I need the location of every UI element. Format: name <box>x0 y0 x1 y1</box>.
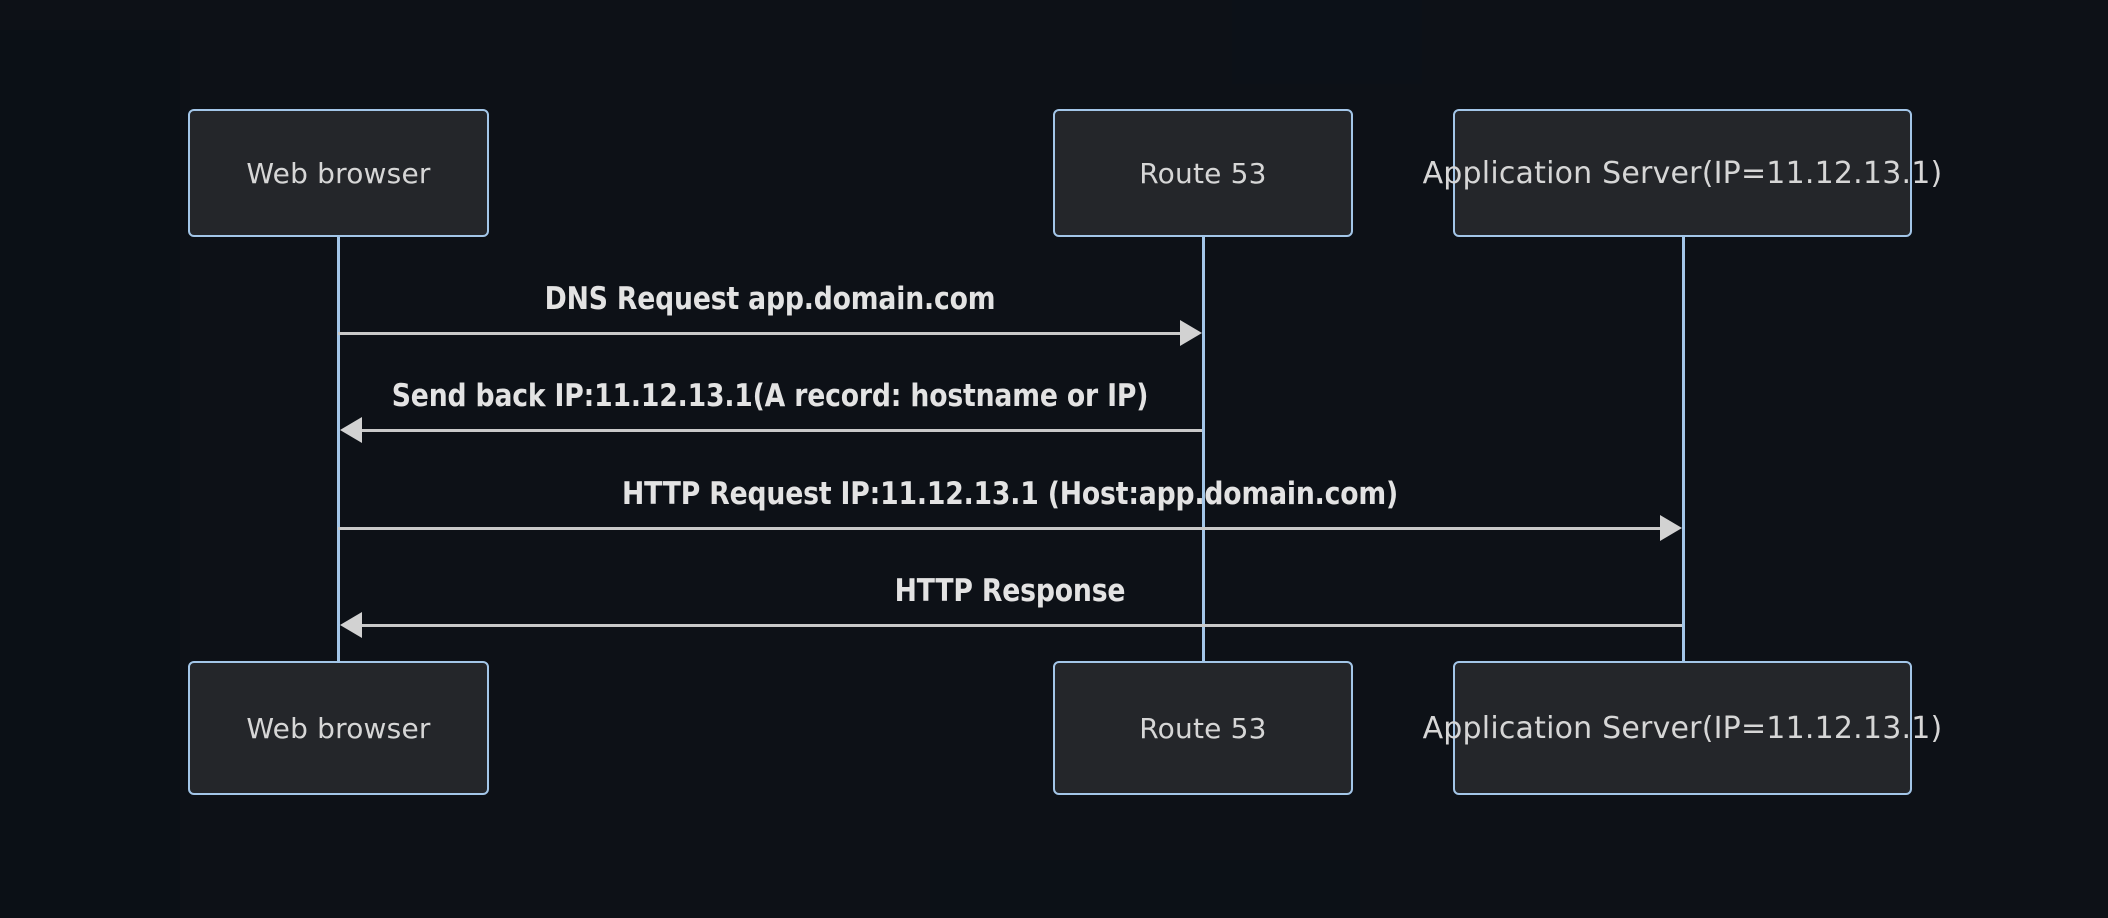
background-panel-left <box>0 30 180 918</box>
participant-box-route53-top[interactable]: Route 53 <box>1053 109 1353 237</box>
message-label-2: Send back IP:11.12.13.1(A record: hostna… <box>391 378 1149 414</box>
message-line-3 <box>338 527 1660 530</box>
message-label-1: DNS Request app.domain.com <box>544 281 996 317</box>
participant-label-appserver-top: Application Server(IP=11.12.13.1) <box>1422 155 1943 191</box>
message-label-3: HTTP Request IP:11.12.13.1 (Host:app.dom… <box>621 476 1399 512</box>
message-arrowhead-1 <box>1180 320 1202 346</box>
lifeline-appserver <box>1682 237 1685 662</box>
participant-box-browser-bottom[interactable]: Web browser <box>188 661 489 795</box>
message-arrowhead-3 <box>1660 515 1682 541</box>
participant-label-appserver-bottom: Application Server(IP=11.12.13.1) <box>1422 710 1943 746</box>
participant-box-appserver-top[interactable]: Application Server(IP=11.12.13.1) <box>1423 109 1942 237</box>
message-label-4: HTTP Response <box>894 573 1126 609</box>
lifeline-browser <box>337 237 340 662</box>
message-line-1 <box>338 332 1180 335</box>
participant-label-browser-bottom: Web browser <box>246 711 431 745</box>
background-panel-bottom <box>930 860 1360 918</box>
message-line-2 <box>360 429 1202 432</box>
lifeline-route53 <box>1202 237 1205 662</box>
participant-box-browser-top[interactable]: Web browser <box>188 109 489 237</box>
participant-box-route53-bottom[interactable]: Route 53 <box>1053 661 1353 795</box>
message-line-4 <box>360 624 1682 627</box>
message-arrowhead-4 <box>340 612 362 638</box>
participant-box-appserver-bottom[interactable]: Application Server(IP=11.12.13.1) <box>1423 661 1942 795</box>
participant-label-route53-top: Route 53 <box>1139 156 1267 190</box>
participant-label-route53-bottom: Route 53 <box>1139 711 1267 745</box>
participant-label-browser-top: Web browser <box>246 156 431 190</box>
background-panel-top <box>1232 0 1422 84</box>
message-arrowhead-2 <box>340 417 362 443</box>
